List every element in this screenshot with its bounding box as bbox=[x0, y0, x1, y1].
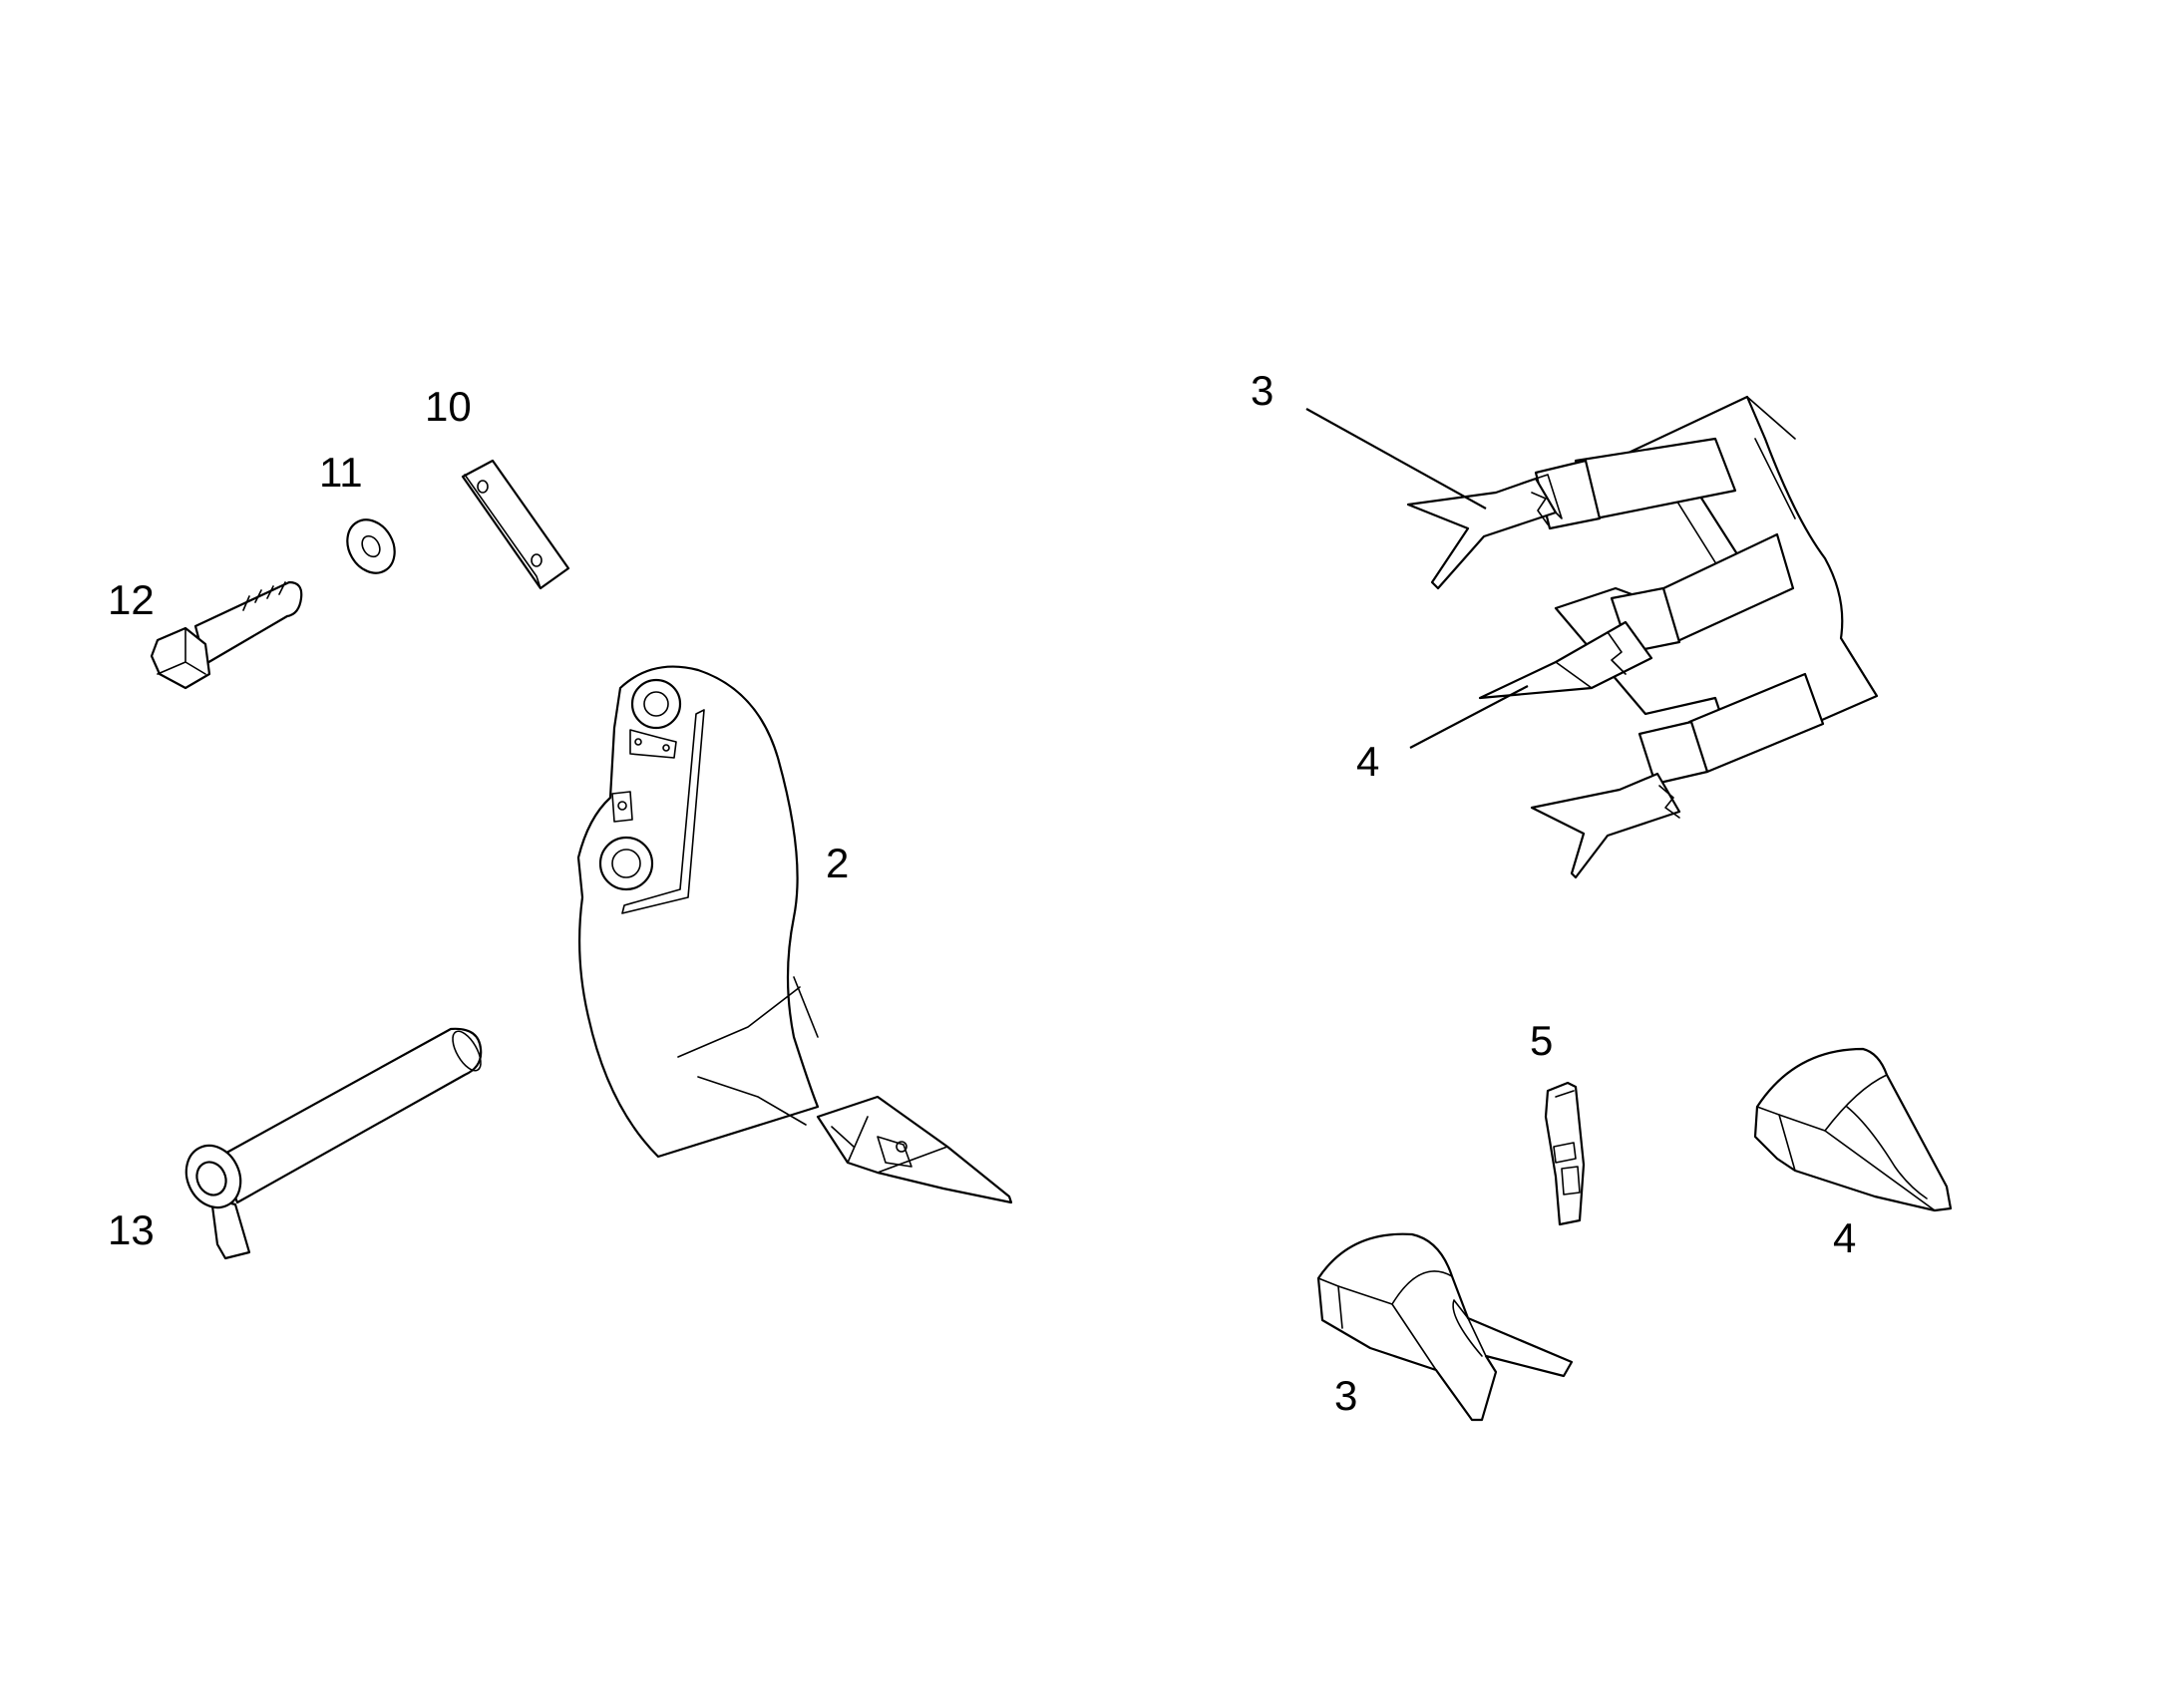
callout-3-top: 3 bbox=[1251, 367, 1273, 414]
tooth-part-3[interactable] bbox=[1316, 1232, 1574, 1422]
callout-2: 2 bbox=[826, 840, 849, 886]
bolt-part-12[interactable] bbox=[150, 580, 303, 690]
leader-4-top bbox=[1409, 685, 1529, 749]
callout-11: 11 bbox=[319, 449, 363, 496]
callout-4-top: 4 bbox=[1356, 738, 1379, 785]
callout-5: 5 bbox=[1530, 1017, 1553, 1064]
retainer-part-5[interactable] bbox=[1544, 1081, 1586, 1226]
lock-plate-part-10[interactable] bbox=[461, 459, 570, 590]
pin-part-13[interactable] bbox=[177, 1027, 487, 1260]
ripper-shank-part-2[interactable] bbox=[576, 665, 1013, 1204]
washer-part-11[interactable] bbox=[338, 512, 404, 581]
tip-part-4[interactable] bbox=[1753, 1047, 1953, 1212]
callout-4-bottom: 4 bbox=[1833, 1214, 1856, 1261]
callout-12: 12 bbox=[108, 576, 155, 623]
callout-13: 13 bbox=[108, 1206, 155, 1253]
tooth-assembly[interactable] bbox=[1406, 395, 1879, 879]
callout-10: 10 bbox=[425, 383, 472, 430]
leader-3-top bbox=[1305, 408, 1487, 510]
callout-3-bottom: 3 bbox=[1334, 1372, 1357, 1419]
